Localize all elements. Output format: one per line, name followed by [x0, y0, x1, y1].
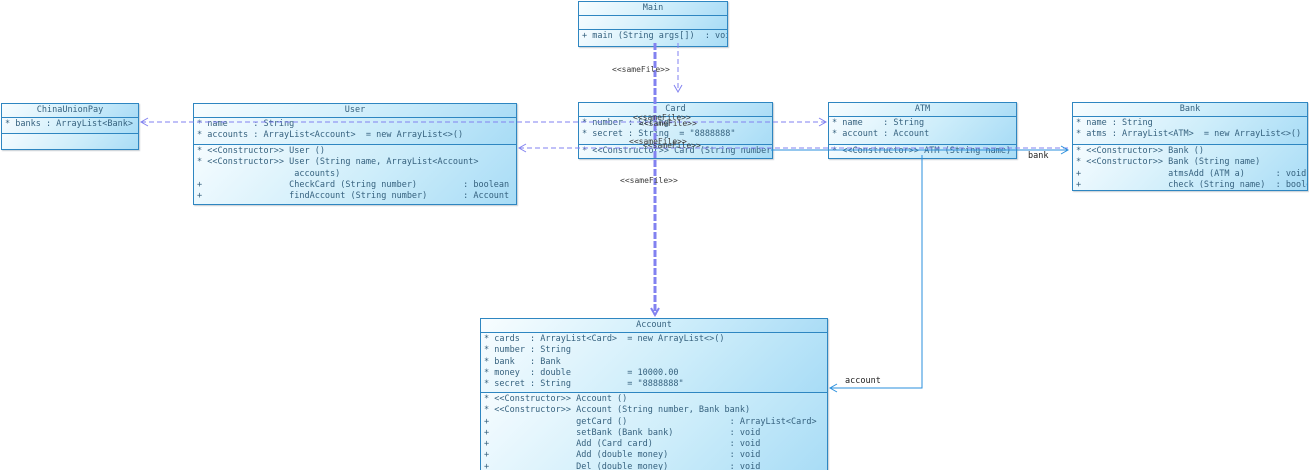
- class-title-user: User: [194, 104, 516, 118]
- class-title-main: Main: [579, 2, 727, 16]
- class-box-card[interactable]: Card* number : String* secret : String =…: [578, 102, 773, 159]
- class-box-user[interactable]: User* name : String* accounts : ArrayLis…: [193, 103, 517, 205]
- samefile-stereotype-label: <<sameFile>>: [633, 113, 691, 122]
- arrowhead-icon: [139, 117, 149, 127]
- main-operations-section: + main (String args[]) : void: [579, 30, 727, 46]
- class-title-bank: Bank: [1073, 103, 1307, 117]
- edge-label-assoc-bank: bank: [1028, 151, 1049, 161]
- samefile-stereotype-label: <<sameFile>>: [612, 65, 670, 74]
- user-operations-section: * <<Constructor>> User ()* <<Constructor…: [194, 145, 516, 204]
- account-operation-row: + Add (double money) : void: [484, 450, 761, 461]
- atm-operation-row: * <<Constructor>> ATM (String name): [832, 146, 1012, 156]
- user-attribute-row: * name : String: [197, 119, 295, 129]
- atm-attributes-section: * name : String* account : Account: [829, 117, 1016, 145]
- user-operation-row: + CheckCard (String number) : boolean: [197, 179, 510, 190]
- account-operation-row: + Add (Card card) : void: [484, 439, 761, 450]
- class-title-chinaunionpay: ChinaUnionPay: [2, 104, 138, 118]
- account-operation-row: * <<Constructor>> Account (String number…: [484, 405, 751, 416]
- main-operation-row: + main (String args[]) : void: [582, 31, 727, 41]
- user-attributes-section: * name : String* accounts : ArrayList<Ac…: [194, 118, 516, 145]
- samefile-stereotype-label: <<sameFile>>: [629, 137, 687, 146]
- user-operation-row: * <<Constructor>> User (): [197, 146, 325, 156]
- card-operation-row: * <<Constructor>> Card (String number): [582, 146, 772, 156]
- atm-attribute-row: * name : String: [832, 118, 925, 128]
- class-box-bank[interactable]: Bank* name : String* atms : ArrayList<AT…: [1072, 102, 1308, 191]
- atm-operations-section: * <<Constructor>> ATM (String name): [829, 145, 1016, 158]
- samefile-stereotype-label: <<sameFile>>: [620, 176, 678, 185]
- account-attribute-row: * bank : Bank: [484, 356, 561, 367]
- chinaunionpay-attributes-section: * banks : ArrayList<Bank>: [2, 118, 138, 134]
- chinaunionpay-attribute-row: * banks : ArrayList<Bank>: [5, 119, 133, 129]
- user-operation-row: accounts): [197, 168, 341, 179]
- bank-operation-row: + atmsAdd (ATM a) : void: [1076, 168, 1307, 179]
- bank-attribute-row: * atms : ArrayList<ATM> = new ArrayList<…: [1076, 129, 1302, 140]
- edge-label-assoc-account: account: [845, 376, 881, 386]
- samefile-stereotype-label: <<sameFile>>: [643, 141, 701, 150]
- arrowhead-icon: [673, 84, 683, 94]
- association-line-assoc-account: [830, 155, 923, 389]
- atm-attribute-row: * account : Account: [832, 129, 930, 140]
- bank-attributes-section: * name : String* atms : ArrayList<ATM> =…: [1073, 117, 1307, 145]
- bank-operation-row: + check (String name) : boolean: [1076, 179, 1307, 190]
- class-box-account[interactable]: Account* cards : ArrayList<Card> = new A…: [480, 318, 828, 470]
- account-operation-row: + Del (double money) : void: [484, 461, 761, 470]
- class-box-chinaunionpay[interactable]: ChinaUnionPay* banks : ArrayList<Bank>: [1, 103, 139, 150]
- class-box-main[interactable]: Main + main (String args[]) : void: [578, 1, 728, 47]
- bank-operations-section: * <<Constructor>> Bank ()* <<Constructor…: [1073, 145, 1307, 190]
- chinaunionpay-operations-section: [2, 134, 138, 149]
- account-attribute-row: * cards : ArrayList<Card> = new ArrayLis…: [484, 334, 725, 344]
- account-operations-section: * <<Constructor>> Account ()* <<Construc…: [481, 393, 827, 470]
- bank-attribute-row: * name : String: [1076, 118, 1153, 128]
- account-attribute-row: * secret : String = "8888888": [484, 379, 684, 390]
- bank-operation-row: * <<Constructor>> Bank (String name): [1076, 157, 1261, 168]
- class-box-atm[interactable]: ATM* name : String* account : Account* <…: [828, 102, 1017, 159]
- arrowhead-icon: [650, 307, 660, 318]
- account-attributes-section: * cards : ArrayList<Card> = new ArrayLis…: [481, 333, 827, 393]
- arrowhead-icon: [828, 383, 838, 393]
- class-title-atm: ATM: [829, 103, 1016, 117]
- account-operation-row: * <<Constructor>> Account (): [484, 394, 628, 404]
- main-attributes-section: [579, 16, 727, 30]
- account-attribute-row: * number : String: [484, 345, 571, 356]
- class-title-card: Card: [579, 103, 772, 117]
- bank-operation-row: * <<Constructor>> Bank (): [1076, 146, 1204, 156]
- account-operation-row: + getCard () : ArrayList<Card>: [484, 416, 817, 427]
- account-operation-row: + setBank (Bank bank) : void: [484, 427, 761, 438]
- arrowhead-icon: [1060, 145, 1070, 155]
- account-attribute-row: * money : double = 10000.00: [484, 367, 679, 378]
- samefile-stereotype-label: <<sameFile>>: [639, 119, 697, 128]
- arrowhead-icon: [517, 143, 527, 153]
- arrowhead-icon: [818, 117, 828, 127]
- class-title-account: Account: [481, 319, 827, 333]
- user-operation-row: + findAccount (String number) : Account: [197, 191, 510, 202]
- user-operation-row: * <<Constructor>> User (String name, Arr…: [197, 157, 479, 168]
- user-attribute-row: * accounts : ArrayList<Account> = new Ar…: [197, 130, 464, 141]
